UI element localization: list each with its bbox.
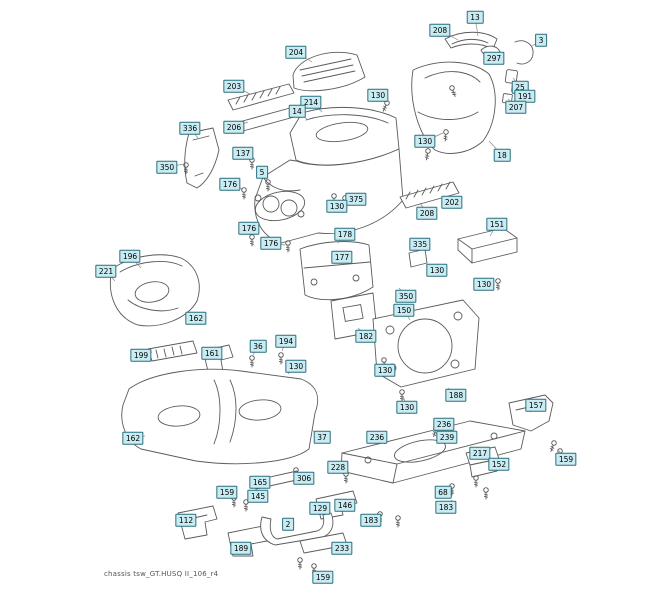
part-callout-176: 176 (238, 221, 260, 235)
part-callout-130: 130 (426, 263, 448, 277)
part-callout-162: 162 (185, 311, 207, 325)
part-callout-130: 130 (326, 199, 348, 213)
part-callout-13: 13 (466, 10, 484, 24)
part-callout-228: 228 (327, 460, 349, 474)
part-callout-204: 204 (285, 45, 307, 59)
part-callout-350: 350 (395, 289, 417, 303)
part-callout-189: 189 (230, 541, 252, 555)
part-callout-196: 196 (119, 249, 141, 263)
part-callout-214: 214 (300, 95, 322, 109)
part-callout-150: 150 (393, 303, 415, 317)
part-callout-233: 233 (331, 541, 353, 555)
part-callout-159: 159 (312, 570, 334, 584)
part-callout-188: 188 (445, 388, 467, 402)
part-callout-130: 130 (374, 363, 396, 377)
part-callout-68: 68 (434, 485, 452, 499)
part-callout-236: 236 (366, 430, 388, 444)
part-callout-129: 129 (309, 501, 331, 515)
part-callout-146: 146 (334, 498, 356, 512)
part-callout-206: 206 (223, 120, 245, 134)
part-callout-3: 3 (535, 33, 547, 47)
part-callout-350: 350 (156, 160, 178, 174)
part-callout-37: 37 (313, 430, 331, 444)
part-callout-130: 130 (285, 359, 307, 373)
part-callout-18: 18 (493, 148, 511, 162)
part-callout-165: 165 (249, 475, 271, 489)
part-callout-5: 5 (256, 165, 268, 179)
part-callout-375: 375 (345, 192, 367, 206)
part-callout-335: 335 (409, 237, 431, 251)
part-callout-178: 178 (334, 227, 356, 241)
part-callout-203: 203 (223, 79, 245, 93)
part-callout-162: 162 (122, 431, 144, 445)
diagram-parts-artwork (109, 31, 564, 576)
part-callout-2: 2 (282, 517, 294, 531)
part-callout-151: 151 (486, 217, 508, 231)
part-callout-306: 306 (293, 471, 315, 485)
part-callout-176: 176 (219, 177, 241, 191)
part-callout-207: 207 (505, 100, 527, 114)
part-callout-236: 236 (433, 417, 455, 431)
part-callout-182: 182 (355, 329, 377, 343)
part-callout-194: 194 (275, 334, 297, 348)
part-callout-14: 14 (288, 104, 306, 118)
part-callout-130: 130 (414, 134, 436, 148)
part-callout-183: 183 (435, 500, 457, 514)
part-callout-36: 36 (249, 339, 267, 353)
part-callout-130: 130 (367, 88, 389, 102)
part-callout-145: 145 (247, 489, 269, 503)
part-callout-297: 297 (483, 51, 505, 65)
part-callout-217: 217 (469, 446, 491, 460)
part-callout-208: 208 (416, 206, 438, 220)
part-callout-176: 176 (260, 236, 282, 250)
part-callout-159: 159 (216, 485, 238, 499)
part-callout-221: 221 (95, 264, 117, 278)
part-callout-152: 152 (488, 457, 510, 471)
diagram-caption: chassis tsw_GT.HUSQ II_106_r4 (104, 570, 219, 578)
part-callout-161: 161 (201, 346, 223, 360)
part-callout-177: 177 (331, 250, 353, 264)
part-callout-130: 130 (396, 400, 418, 414)
part-callout-202: 202 (441, 195, 463, 209)
part-callout-112: 112 (175, 513, 197, 527)
part-callout-239: 239 (436, 430, 458, 444)
part-callout-199: 199 (130, 348, 152, 362)
part-callout-130: 130 (473, 277, 495, 291)
part-callout-159: 159 (555, 452, 577, 466)
part-callout-208: 208 (429, 23, 451, 37)
part-callout-183: 183 (360, 513, 382, 527)
part-callout-157: 157 (525, 398, 547, 412)
part-callout-336: 336 (179, 121, 201, 135)
part-callout-137: 137 (232, 146, 254, 160)
